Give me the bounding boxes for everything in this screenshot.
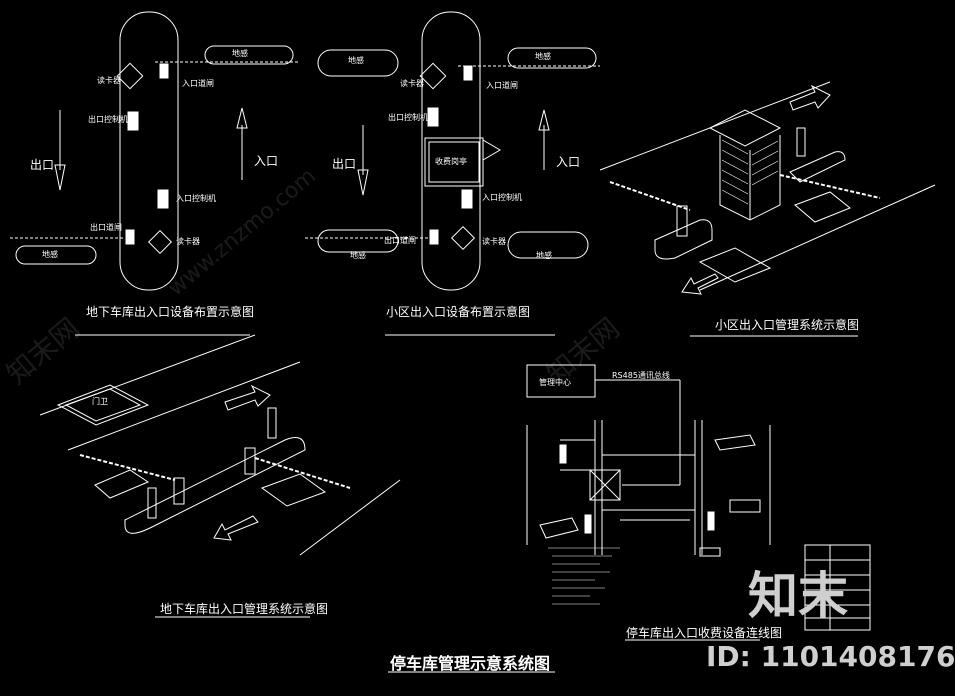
residential-driveway [421,11,481,291]
controller-box [589,469,621,501]
basement-road-bottom-label: 地感 [42,250,58,259]
residential-layout-title: 小区出入口设备布置示意图 [386,305,531,319]
entry-arrow [236,107,248,180]
residential-road-top-left-label: 地感 [348,56,364,65]
basement-road-bottom [15,245,97,265]
rs485-bus-label: RS485通讯总线 [612,371,670,380]
legend-table [804,544,871,631]
management-center-box [526,364,596,398]
basement-entry-controller-label: 入口控制机 [176,194,216,203]
basement-layout-title: 地下车库出入口设备布置示意图 [86,305,255,319]
residential-exit-controller-label: 出口控制机 [388,113,428,122]
residential-card-reader-top-label: 读卡器 [400,79,424,88]
residential-road-top-right [507,47,597,69]
basement-road-top [204,45,294,65]
basement-entry-label: 入口 [254,154,279,168]
brand-logo: 知末 [748,567,848,625]
guard-booth-plan [56,384,150,426]
basement-driveway [119,11,179,291]
residential-entry-controller-label: 入口控制机 [482,193,522,202]
residential-entry-gate-label: 入口道闸 [486,81,518,90]
management-center-label: 管理中心 [539,378,571,387]
residential-road-bottom-left-label: 地感 [350,251,366,260]
basement-road-top-label: 地感 [232,49,248,58]
residential-road-top-right-label: 地感 [535,52,551,61]
residential-booth-label: 收费岗亭 [435,157,467,166]
residential-road-bottom-left [317,229,399,253]
basement-system-title: 地下车库出入口管理系统示意图 [160,602,329,616]
residential-system-title: 小区出入口管理系统示意图 [715,318,860,332]
basement-card-reader-bottom-label: 读卡器 [176,237,200,246]
guard-booth-label: 门卫 [92,397,108,406]
residential-road-top-left [317,49,399,77]
exit-arrow [54,110,66,191]
basement-card-reader-top-label: 读卡器 [97,76,121,85]
basement-exit-label: 出口 [30,158,55,172]
main-title: 停车库管理示意系统图 [390,654,551,673]
residential-exit-gate-label: 出口道闸 [384,236,416,245]
wiring-title: 停车库出入口收费设备连线图 [626,626,783,640]
residential-entry-label: 入口 [556,155,581,169]
residential-road-bottom-right-label: 地感 [536,251,552,260]
residential-card-reader-bottom-label: 读卡器 [482,237,506,246]
basement-exit-gate-label: 出口道闸 [90,223,122,232]
brand-id: ID: 1101408176 [706,640,955,673]
residential-booth [424,137,484,187]
residential-road-bottom-right [507,231,589,259]
basement-exit-controller-label: 出口控制机 [88,115,128,124]
basement-entry-gate-label: 入口道闸 [182,79,214,88]
residential-exit-label: 出口 [332,157,357,171]
